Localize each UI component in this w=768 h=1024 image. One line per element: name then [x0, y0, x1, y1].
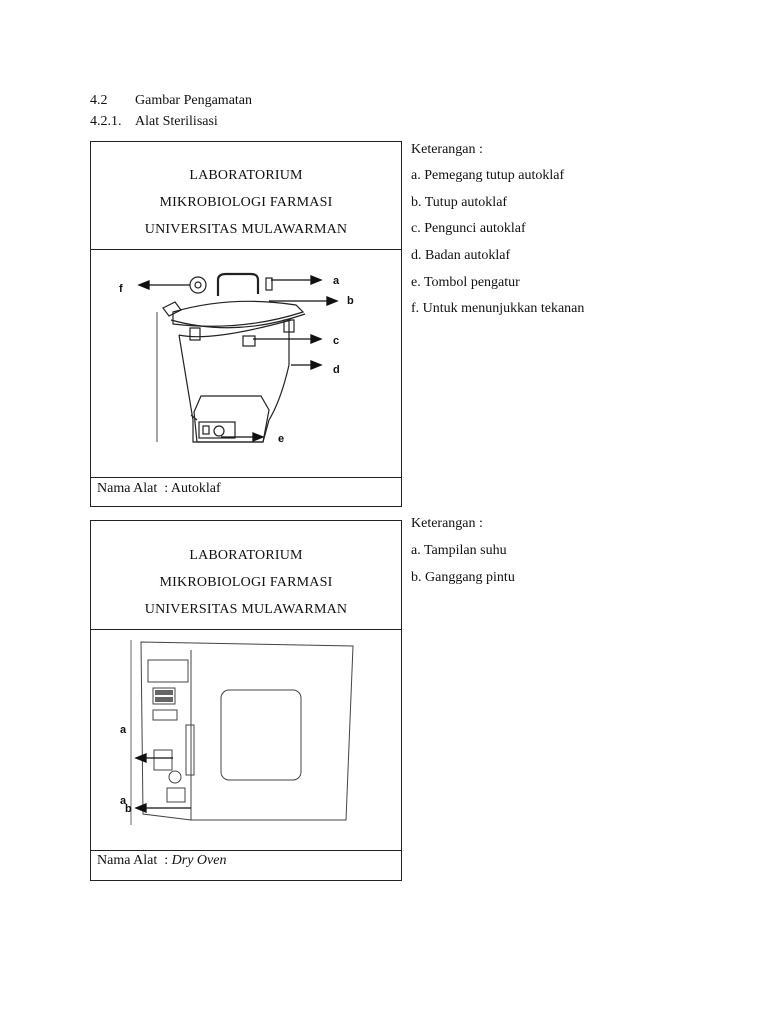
label-a: a [120, 795, 127, 807]
autoklaf-table: LABORATORIUM MIKROBIOLOGI FARMASI UNIVER… [90, 141, 402, 507]
lab-line-2: MIKROBIOLOGI FARMASI [159, 195, 333, 210]
lab-line-3: UNIVERSITAS MULAWARMAN [144, 602, 348, 617]
nama-alat-prefix: Nama Alat : [97, 853, 172, 868]
dry-oven-table: LABORATORIUM MIKROBIOLOGI FARMASI UNIVER… [90, 520, 402, 881]
figure-cell: a b c d e f [91, 250, 401, 478]
figure-cell: a a b [91, 630, 401, 851]
keterangan-item: a. Tampilan suhu [411, 543, 507, 558]
nama-alat-row: Nama Alat : Dry Oven [97, 853, 226, 869]
label-e: e [278, 433, 284, 445]
section-title: Gambar Pengamatan [135, 93, 253, 108]
nama-alat-value: Dry Oven [171, 853, 227, 868]
table-header-cell: LABORATORIUM MIKROBIOLOGI FARMASI UNIVER… [91, 521, 401, 630]
autoklaf-figure: a b c d e f [119, 272, 354, 445]
label-b: b [125, 803, 132, 815]
keterangan-item: b. Ganggang pintu [411, 570, 515, 585]
label-c: c [333, 335, 339, 347]
keterangan-item: b. Tutup autoklaf [411, 195, 508, 210]
dry-oven-figure: a a b [120, 640, 354, 825]
nama-alat-prefix: Nama Alat : [97, 481, 171, 496]
label-d: d [333, 364, 340, 376]
lab-line-1: LABORATORIUM [189, 168, 303, 183]
label-a: a [120, 724, 127, 736]
keterangan-item: f. Untuk menunjukkan tekanan [411, 301, 585, 316]
nama-alat-value: Autoklaf [170, 481, 221, 496]
nama-alat-row: Nama Alat : Autoklaf [97, 481, 221, 497]
lab-line-3: UNIVERSITAS MULAWARMAN [144, 222, 348, 237]
lab-line-2: MIKROBIOLOGI FARMASI [159, 575, 333, 590]
label-b: b [347, 295, 354, 307]
subsection-title: Alat Sterilisasi [135, 114, 218, 129]
keterangan-item: c. Pengunci autoklaf [411, 221, 526, 236]
keterangan-item: a. Pemegang tutup autoklaf [411, 168, 565, 183]
keterangan-title: Keterangan : [411, 142, 483, 157]
keterangan-item: e. Tombol pengatur [411, 275, 520, 290]
keterangan-item: d. Badan autoklaf [411, 248, 511, 263]
label-f: f [119, 283, 123, 295]
table-header-cell: LABORATORIUM MIKROBIOLOGI FARMASI UNIVER… [91, 142, 401, 250]
section-number: 4.2 [90, 93, 108, 108]
keterangan-title: Keterangan : [411, 516, 483, 531]
lab-line-1: LABORATORIUM [189, 548, 303, 563]
label-a: a [333, 275, 340, 287]
subsection-number: 4.2.1. [90, 114, 122, 129]
